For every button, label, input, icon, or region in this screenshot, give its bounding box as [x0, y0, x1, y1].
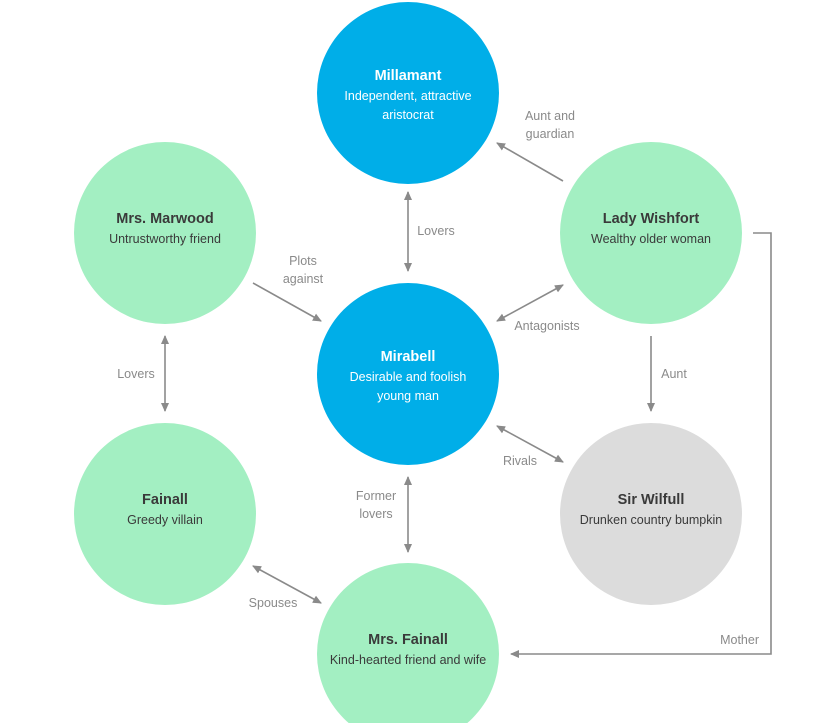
- edge-label: Aunt and: [525, 109, 575, 123]
- node-circle: [74, 142, 256, 324]
- edge-arrow: [496, 425, 564, 463]
- node-description: Independent, attractive: [344, 89, 471, 103]
- edge-label: Lovers: [417, 224, 455, 238]
- node-description: aristocrat: [382, 108, 434, 122]
- edge-arrow: [252, 282, 322, 322]
- edge-label: Plots: [289, 254, 317, 268]
- edge-arrow: [496, 284, 564, 322]
- node-circle: [317, 2, 499, 184]
- node-name: Mrs. Marwood: [116, 211, 213, 227]
- node-circle: [317, 563, 499, 723]
- node-name: Mrs. Fainall: [368, 632, 448, 648]
- edge-label: Aunt: [661, 367, 687, 381]
- edge-label: Spouses: [249, 596, 298, 610]
- edge-label: guardian: [526, 127, 575, 141]
- node-circle: [317, 283, 499, 465]
- edge-label: Rivals: [503, 454, 537, 468]
- node-description: Desirable and foolish: [350, 370, 467, 384]
- node-name: Millamant: [375, 68, 442, 84]
- node-description: young man: [377, 389, 439, 403]
- edge-marwood-mirabell: Plots against: [252, 254, 324, 322]
- edge-marwood-fainall: Lovers: [117, 335, 169, 412]
- edge-mirabell-mrsfainall: Former lovers: [356, 476, 412, 553]
- node-name: Lady Wishfort: [603, 211, 700, 227]
- edge-label: Lovers: [117, 367, 155, 381]
- edge-label: against: [283, 272, 324, 286]
- edge-mirabell-wishfort: Antagonists: [496, 284, 580, 333]
- edge-arrow: [252, 565, 322, 604]
- node-description: Greedy villain: [127, 513, 203, 527]
- node-description: Drunken country bumpkin: [580, 513, 722, 527]
- edge-label: Antagonists: [514, 319, 579, 333]
- edge-fainall-mrsfainall: Spouses: [249, 565, 322, 610]
- edge-label: lovers: [359, 507, 392, 521]
- node-name: Fainall: [142, 492, 188, 508]
- node-description: Wealthy older woman: [591, 232, 711, 246]
- edge-mirabell-wilfull: Rivals: [496, 425, 564, 468]
- edge-wishfort-millamant: Aunt and guardian: [496, 109, 575, 182]
- node-circle: [74, 423, 256, 605]
- edge-arrow: [510, 232, 772, 658]
- node-description: Untrustworthy friend: [109, 232, 221, 246]
- node-circle: [560, 423, 742, 605]
- edge-label: Former: [356, 489, 396, 503]
- edge-millamant-mirabell: Lovers: [404, 191, 455, 272]
- node-name: Sir Wilfull: [618, 492, 685, 508]
- edge-wishfort-mrsfainall: Mother: [510, 232, 772, 658]
- node-name: Mirabell: [381, 349, 436, 365]
- node-description: Kind-hearted friend and wife: [330, 653, 486, 667]
- edge-wishfort-wilfull: Aunt: [647, 336, 687, 412]
- edge-label: Mother: [720, 633, 759, 647]
- edge-arrow: [496, 142, 564, 182]
- node-circle: [560, 142, 742, 324]
